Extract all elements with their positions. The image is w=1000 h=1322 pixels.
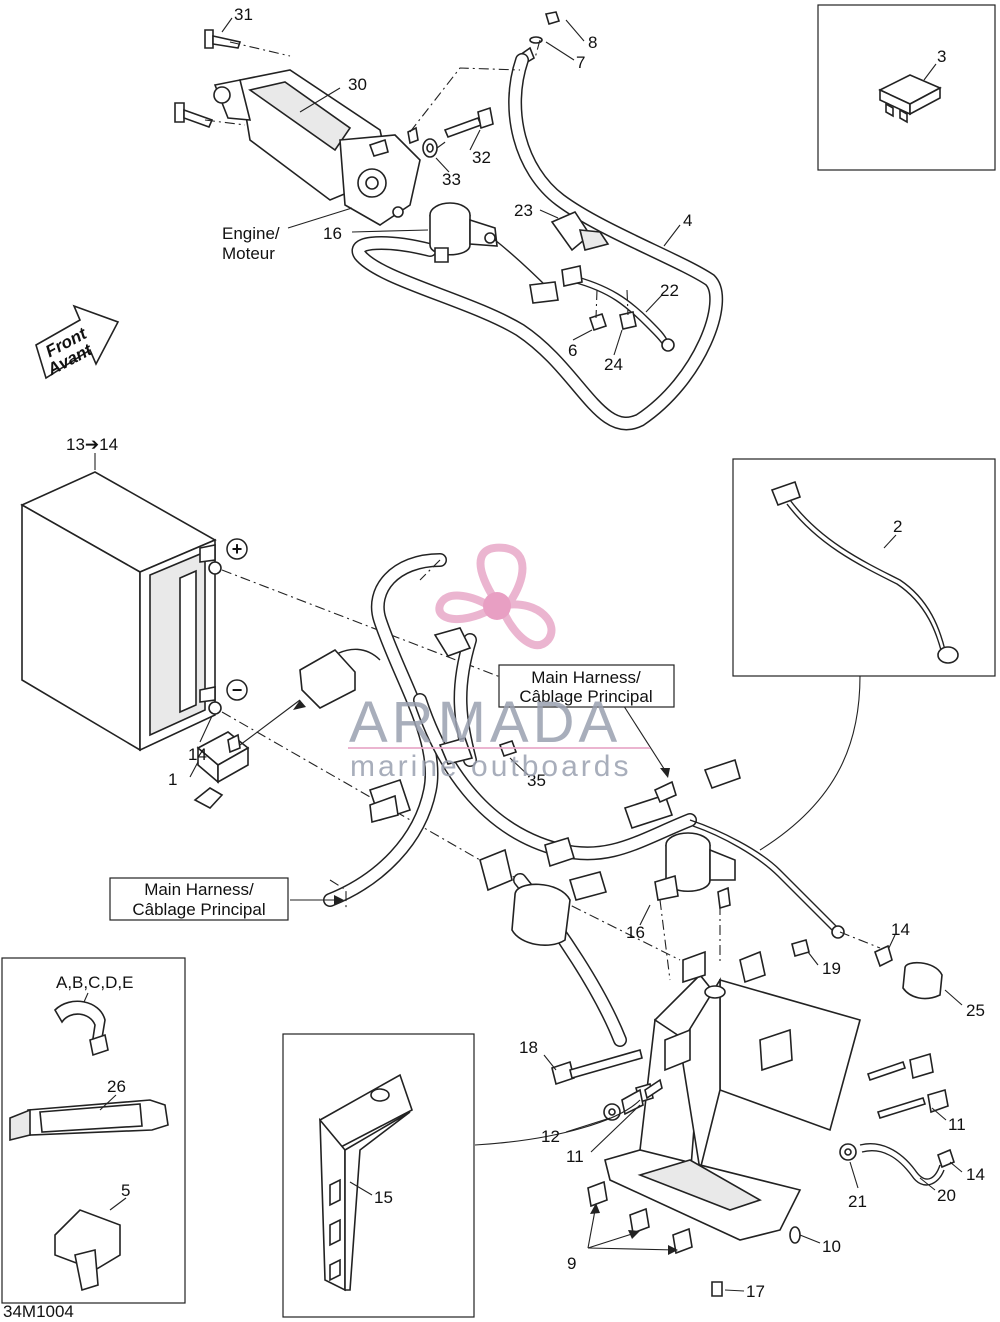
- callout-21: 21: [848, 1192, 867, 1211]
- front-direction-arrow: Front Avant: [35, 304, 120, 380]
- callout-35: 35: [527, 771, 546, 790]
- callout-20: 20: [937, 1186, 956, 1205]
- watermark: ARMADA marine outboards: [348, 543, 650, 783]
- diagram-id: 34M1004: [3, 1302, 74, 1321]
- engine-label-line2: Moteur: [222, 244, 275, 263]
- callout-14-right: 14: [891, 920, 910, 939]
- tray-hardware: [551, 939, 955, 1297]
- callout-19: 19: [822, 959, 841, 978]
- callout-11-right: 11: [948, 1115, 966, 1134]
- kit-inset-frame: [1, 957, 186, 1304]
- callout-17: 17: [746, 1282, 765, 1301]
- clip-kit: [53, 1000, 109, 1057]
- fuse-inset-frame: [817, 4, 996, 171]
- main-harness-lower-line1: Main Harness/: [144, 880, 254, 899]
- callout-33: 33: [442, 170, 461, 189]
- callout-7: 7: [576, 53, 585, 72]
- battery-tray: [604, 950, 861, 1244]
- main-harness-label-upper: Main Harness/ Câblage Principal: [498, 664, 675, 708]
- callout-23: 23: [514, 201, 533, 220]
- terminal-boot: [550, 210, 610, 252]
- watermark-brand: ARMADA: [349, 690, 621, 755]
- relay: [193, 731, 250, 809]
- callout-1: 1: [168, 770, 177, 789]
- callout-11-left: 11: [566, 1147, 584, 1166]
- bracket-15-inset-frame: [282, 1033, 475, 1318]
- callout-15: 15: [374, 1188, 393, 1207]
- main-harness-lower-line2: Câblage Principal: [132, 900, 265, 919]
- grease-tube: [9, 1099, 169, 1142]
- callout-12: 12: [541, 1127, 560, 1146]
- callout-30: 30: [348, 75, 367, 94]
- callout-31: 31: [234, 5, 253, 24]
- callout-6: 6: [568, 341, 577, 360]
- negative-terminal-label: −: [232, 680, 243, 700]
- main-harness-upper-line2: Câblage Principal: [519, 687, 652, 706]
- solenoid-top: [429, 202, 498, 263]
- main-harness-upper-line1: Main Harness/: [531, 668, 641, 687]
- callout-16-mid: 16: [626, 923, 645, 942]
- cable-2-inset-frame: [732, 458, 996, 677]
- callout-3: 3: [937, 47, 946, 66]
- cable-clip-5: [54, 1209, 121, 1292]
- engine-label-line1: Engine/: [222, 224, 280, 243]
- callout-9: 9: [567, 1254, 576, 1273]
- bracket-15: [318, 1073, 413, 1292]
- positive-terminal-label: +: [232, 539, 243, 559]
- starter-motor: [174, 29, 421, 226]
- callout-14-battery: 14: [188, 745, 207, 764]
- callout-26: 26: [107, 1077, 126, 1096]
- main-harness-label-lower: Main Harness/ Câblage Principal: [109, 877, 289, 921]
- nuts-6-24: [588, 311, 637, 332]
- positive-cable: [351, 53, 724, 431]
- terminal-symbols: + −: [226, 538, 248, 701]
- callout-32: 32: [472, 148, 491, 167]
- callout-24: 24: [604, 355, 623, 374]
- callout-25: 25: [966, 1001, 985, 1020]
- watermark-propeller-logo: [435, 543, 556, 650]
- ground-cable: [494, 239, 675, 352]
- callout-5: 5: [121, 1181, 130, 1200]
- callout-16-top: 16: [323, 224, 342, 243]
- callout-18: 18: [519, 1038, 538, 1057]
- cable-2: [770, 480, 959, 664]
- watermark-tagline: marine outboards: [350, 750, 631, 783]
- callout-10: 10: [822, 1237, 841, 1256]
- bolt-32: [422, 106, 494, 158]
- callout-2: 2: [893, 517, 902, 536]
- fuse: [878, 74, 942, 124]
- callout-14-low: 14: [966, 1165, 985, 1184]
- callout-13-14: 13➔14: [66, 435, 118, 454]
- battery: [20, 471, 222, 752]
- callout-22: 22: [660, 281, 679, 300]
- callout-8: 8: [588, 33, 597, 52]
- callout-kit: A,B,C,D,E: [56, 973, 133, 992]
- callout-4: 4: [683, 211, 692, 230]
